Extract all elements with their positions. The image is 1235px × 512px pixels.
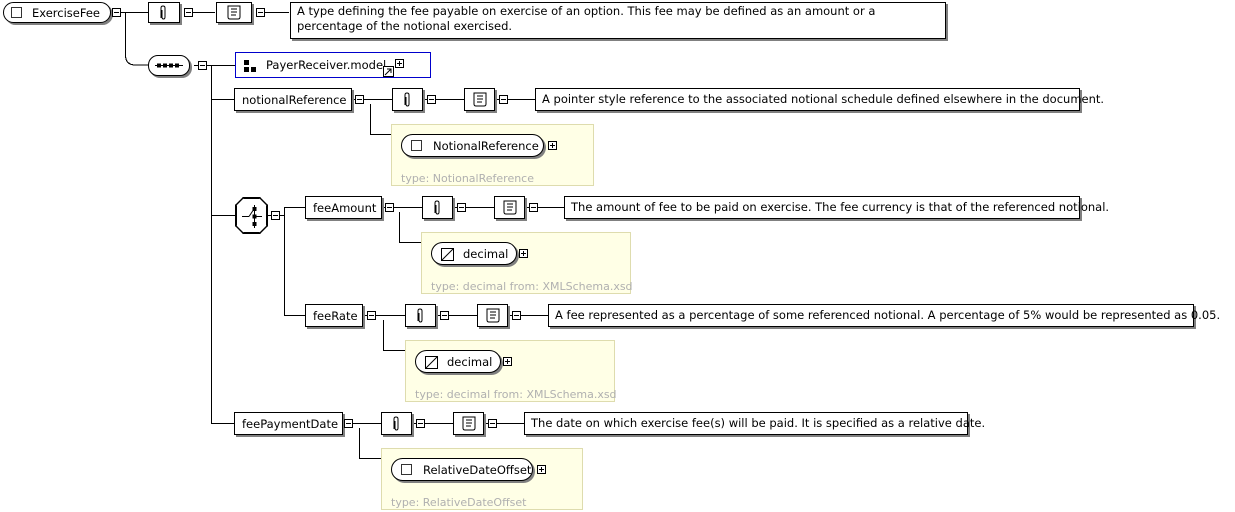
type-notionalreference[interactable]: NotionalReference xyxy=(401,134,544,157)
collapse-toggle[interactable] xyxy=(529,203,538,212)
annotation-box[interactable] xyxy=(405,304,436,327)
choice-compositor[interactable] xyxy=(236,198,267,233)
annotation-box[interactable] xyxy=(392,88,423,111)
feerate-documentation: A fee represented as a percentage of som… xyxy=(548,304,1220,327)
documentation-text: The amount of fee to be paid on exercise… xyxy=(571,200,1110,214)
collapse-toggle[interactable] xyxy=(198,61,207,70)
feepaymentdate-documentation: The date on which exercise fee(s) will b… xyxy=(524,412,985,435)
collapse-toggle[interactable] xyxy=(488,419,497,428)
collapse-toggle[interactable] xyxy=(512,311,521,320)
documentation-box[interactable] xyxy=(477,304,508,327)
collapse-toggle[interactable] xyxy=(344,419,353,428)
type-label: type: decimal from: XMLSchema.xsd xyxy=(431,280,633,293)
scroll-icon xyxy=(503,200,517,215)
collapse-toggle[interactable] xyxy=(385,203,394,212)
collapse-toggle[interactable] xyxy=(184,8,193,17)
type-label: type: RelativeDateOffset xyxy=(391,496,527,509)
expand-toggle[interactable] xyxy=(503,357,512,366)
collapse-toggle[interactable] xyxy=(427,95,436,104)
type-label: type: NotionalReference xyxy=(401,172,534,185)
group-ref-label: PayerReceiver.model xyxy=(266,58,387,72)
paperclip-icon xyxy=(404,92,410,107)
documentation-box[interactable] xyxy=(494,196,525,219)
paperclip-icon xyxy=(160,5,166,20)
sequence-icon xyxy=(155,63,183,68)
annotation-box[interactable] xyxy=(381,412,412,435)
type-decimal[interactable]: decimal xyxy=(415,350,501,373)
notionalreference-documentation: A pointer style reference to the associa… xyxy=(535,88,1104,111)
type-name: NotionalReference xyxy=(433,138,539,153)
root-element-exercisefee[interactable]: ExerciseFee xyxy=(3,2,111,23)
simple-type-icon xyxy=(441,248,454,261)
element-label: feeRate xyxy=(313,308,358,323)
type-relativedateoffset[interactable]: RelativeDateOffset xyxy=(391,458,533,481)
complex-type-icon xyxy=(11,7,22,18)
root-documentation: A type defining the fee payable on exerc… xyxy=(290,2,946,39)
annotation-box[interactable] xyxy=(148,2,180,23)
sequence-compositor[interactable] xyxy=(148,55,190,76)
scroll-icon xyxy=(473,92,487,107)
link-arrow-icon[interactable] xyxy=(383,66,394,77)
collapse-toggle[interactable] xyxy=(457,203,466,212)
type-name: decimal xyxy=(447,354,493,369)
element-feepaymentdate[interactable]: feePaymentDate xyxy=(234,412,343,435)
documentation-box[interactable] xyxy=(453,412,484,435)
element-label: notionalReference xyxy=(242,92,347,107)
scroll-icon xyxy=(227,5,241,20)
root-element-label: ExerciseFee xyxy=(32,5,100,20)
feeamount-documentation: The amount of fee to be paid on exercise… xyxy=(564,196,1109,219)
element-notionalreference[interactable]: notionalReference xyxy=(234,88,352,111)
element-feeamount[interactable]: feeAmount xyxy=(305,196,382,219)
collapse-toggle[interactable] xyxy=(112,8,121,17)
simple-type-icon xyxy=(425,356,438,369)
choice-icon xyxy=(237,199,268,234)
expand-toggle[interactable] xyxy=(519,249,528,258)
element-label: feePaymentDate xyxy=(242,416,339,431)
element-feerate[interactable]: feeRate xyxy=(305,304,363,327)
paperclip-icon xyxy=(417,308,423,323)
collapse-toggle[interactable] xyxy=(416,419,425,428)
collapse-toggle[interactable] xyxy=(271,211,280,220)
type-name: decimal xyxy=(463,246,509,261)
element-label: feeAmount xyxy=(313,200,377,215)
paperclip-icon xyxy=(393,416,399,431)
annotation-box[interactable] xyxy=(422,196,453,219)
type-decimal[interactable]: decimal xyxy=(431,242,517,265)
expand-toggle[interactable] xyxy=(548,141,557,150)
expand-toggle[interactable] xyxy=(537,465,546,474)
documentation-text: A pointer style reference to the associa… xyxy=(542,92,1105,106)
documentation-text: A type defining the fee payable on exerc… xyxy=(297,4,876,33)
model-group-icon xyxy=(244,60,256,72)
scroll-icon xyxy=(486,308,500,323)
complex-type-icon xyxy=(401,464,412,475)
collapse-toggle[interactable] xyxy=(499,95,508,104)
documentation-box[interactable] xyxy=(216,2,252,23)
scroll-icon xyxy=(462,416,476,431)
documentation-text: The date on which exercise fee(s) will b… xyxy=(531,416,986,430)
documentation-box[interactable] xyxy=(464,88,495,111)
type-name: RelativeDateOffset xyxy=(423,462,532,477)
paperclip-icon xyxy=(434,200,440,215)
collapse-toggle[interactable] xyxy=(440,311,449,320)
collapse-toggle[interactable] xyxy=(367,311,376,320)
documentation-text: A fee represented as a percentage of som… xyxy=(555,308,1221,322)
collapse-toggle[interactable] xyxy=(355,95,364,104)
expand-toggle[interactable] xyxy=(395,59,404,68)
collapse-toggle[interactable] xyxy=(256,8,265,17)
type-label: type: decimal from: XMLSchema.xsd xyxy=(415,388,617,401)
complex-type-icon xyxy=(411,140,422,151)
